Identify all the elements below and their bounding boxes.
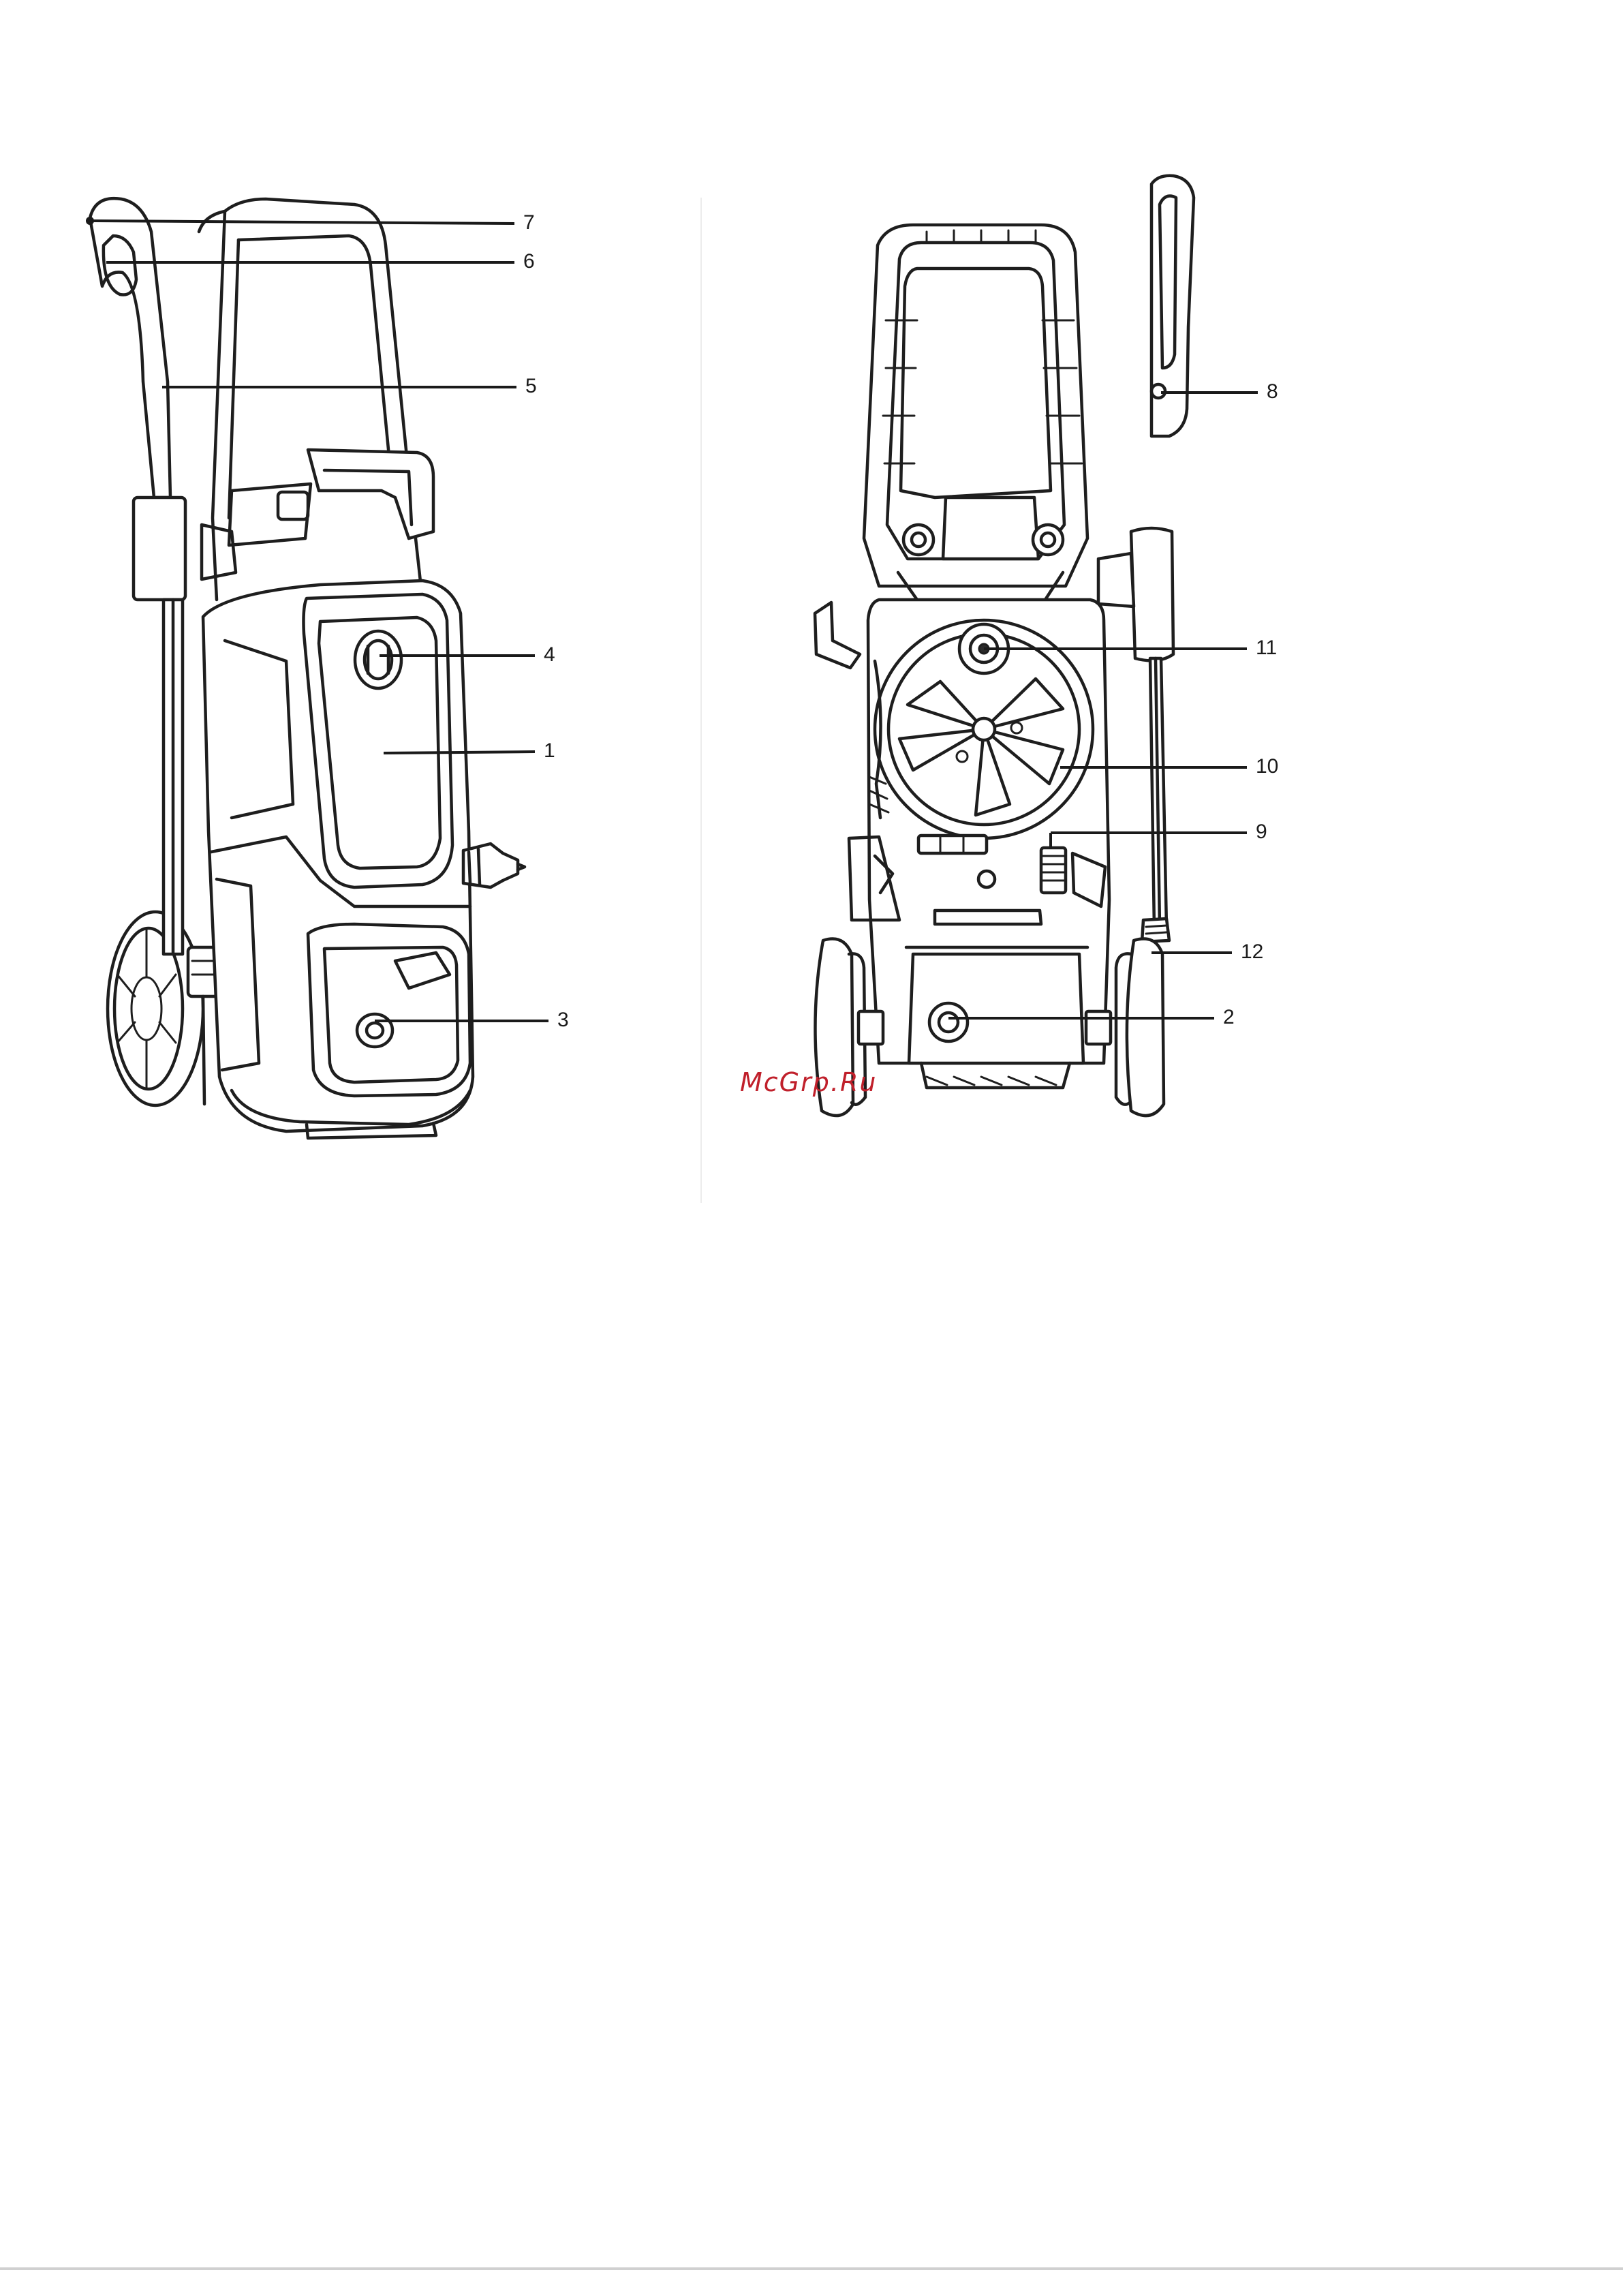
front-view-drawing [90,198,525,1138]
callout-4-label: 4 [544,643,555,666]
callout-1-label: 1 [544,739,555,762]
watermark-text: McGrp.Ru [740,1067,877,1097]
rear-view-handle [864,225,1087,600]
callout-12-label: 12 [1241,940,1263,963]
callout-10-label: 10 [1256,755,1278,778]
page-bottom-rule [0,2267,1623,2270]
callout-2-label: 2 [1223,1006,1235,1028]
callout-12: 12 [1151,940,1263,963]
callout-7-label: 7 [523,211,535,234]
callout-3-label: 3 [557,1009,569,1031]
front-view-body [203,581,525,1138]
callout-9-label: 9 [1256,821,1267,843]
front-view-wheel [108,912,203,1105]
callout-6-label: 6 [523,250,535,273]
rear-view-drawing [815,176,1194,1116]
callout-8-label: 8 [1267,380,1278,403]
rear-view-lance [1098,176,1194,942]
callout-7: 7 [86,211,535,234]
callout-5-label: 5 [525,375,537,397]
front-view-handle [199,199,433,600]
callout-6: 6 [106,250,535,273]
callout-11-label: 11 [1256,637,1277,659]
